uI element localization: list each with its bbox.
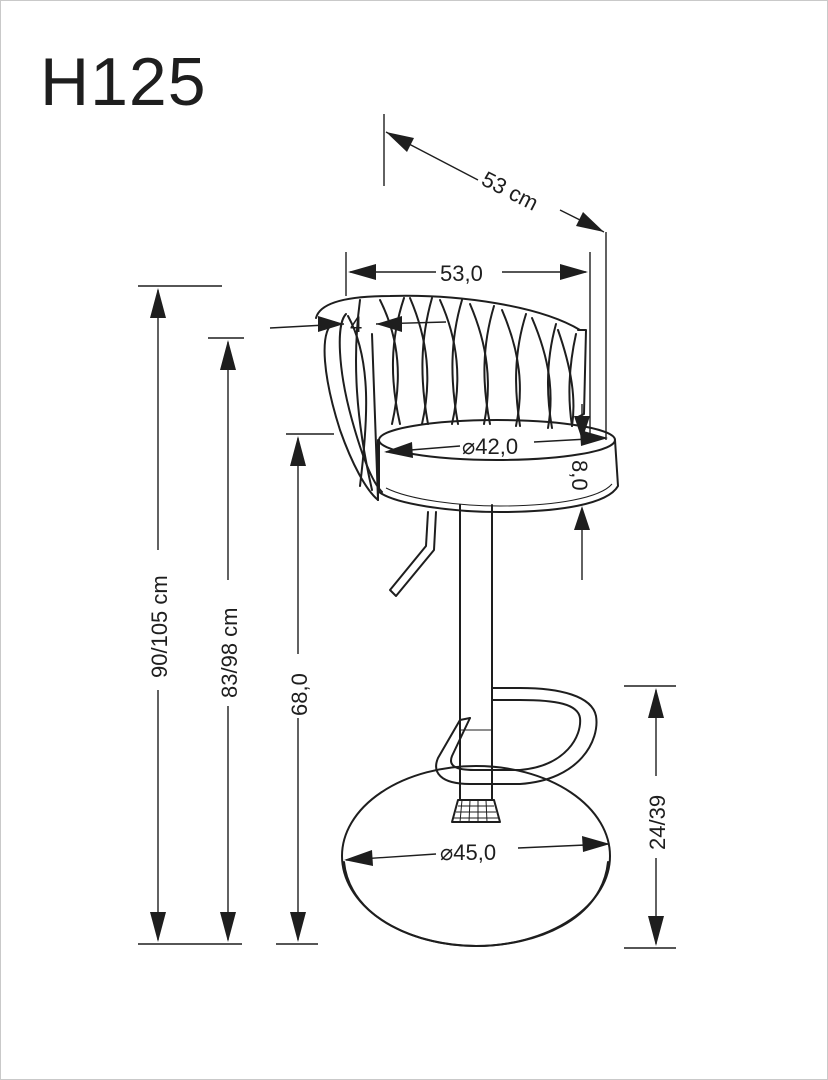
total-height-dimension: 90/105 cm [138, 285, 242, 945]
footrest-height-label: 24/39 [645, 795, 670, 850]
seat-height-dimension: 68,0 [276, 433, 334, 945]
seat-thickness-label: 8,0 [567, 460, 592, 491]
height-adjust-lever [389, 511, 437, 597]
gas-lift-column [451, 504, 501, 823]
stool-illustration [315, 294, 619, 947]
seat-diameter-dimension: ⌀42,0 [384, 430, 608, 459]
base-plate [341, 765, 611, 947]
width-dimension: 53,0 [345, 252, 591, 440]
backrest-thickness-dimension: 4 [269, 312, 447, 337]
armrest-height-dimension: 83/98 cm [208, 337, 244, 942]
footrest-height-dimension: 24/39 [624, 685, 676, 949]
seat-diameter-label: ⌀42,0 [462, 434, 518, 459]
base-diameter-dimension: ⌀45,0 [344, 836, 610, 866]
base-diameter-label: ⌀45,0 [440, 840, 496, 865]
width-label: 53,0 [440, 261, 483, 286]
depth-label: 53 cm [478, 166, 543, 215]
model-title: H125 [40, 44, 207, 120]
seat-height-label: 68,0 [287, 673, 312, 716]
total-height-label: 90/105 cm [147, 575, 172, 678]
backrest-thickness-label: 4 [350, 312, 362, 337]
seat-thickness-dimension: 8,0 [567, 404, 592, 580]
woven-backrest [347, 297, 577, 491]
armrest-height-label: 83/98 cm [217, 608, 242, 699]
foot-ring [435, 687, 598, 785]
